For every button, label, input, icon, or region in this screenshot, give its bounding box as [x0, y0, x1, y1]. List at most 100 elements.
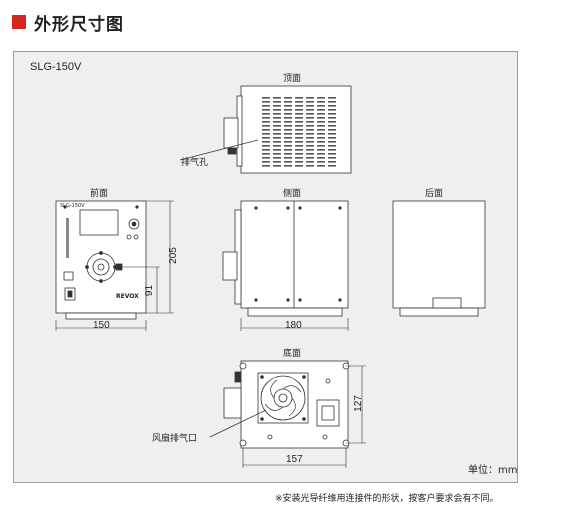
vent-slot: [284, 161, 292, 163]
vent-slot: [306, 101, 314, 103]
vent-slot: [317, 153, 325, 155]
vent-slot: [306, 125, 314, 127]
dim-side-depth: 180: [285, 320, 302, 331]
view-label-front: 前面: [90, 189, 109, 199]
vent-slot: [284, 101, 292, 103]
vent-slot: [306, 109, 314, 111]
vent-slot: [328, 113, 336, 115]
vent-slot: [262, 153, 270, 155]
vent-slot: [273, 161, 281, 163]
vent-slot: [328, 129, 336, 131]
front-panel-label: SLG-150V: [60, 203, 85, 209]
vent-slot: [273, 145, 281, 147]
model-label: SLG-150V: [30, 61, 82, 73]
vent-slot: [306, 97, 314, 99]
vent-slot: [328, 121, 336, 123]
vent-slot: [328, 165, 336, 167]
vent-slot: [295, 133, 303, 135]
vent-slot: [284, 153, 292, 155]
vent-slot: [284, 165, 292, 167]
vent-slot: [295, 157, 303, 159]
vent-slot: [306, 133, 314, 135]
unit-label: 单位：mm: [468, 465, 518, 476]
vent-slot: [284, 121, 292, 123]
vent-slot: [317, 121, 325, 123]
vent-slot: [317, 137, 325, 139]
fan-leader-line: [209, 409, 267, 438]
vent-slot: [317, 129, 325, 131]
vent-slot: [306, 161, 314, 163]
vent-slot: [273, 117, 281, 119]
vent-slot: [262, 117, 270, 119]
exhaust-leader-line: [179, 139, 259, 161]
vent-slot: [284, 113, 292, 115]
vent-slot: [273, 133, 281, 135]
vent-slot: [317, 113, 325, 115]
side-dimensions: [240, 318, 349, 331]
vent-slot: [328, 149, 336, 151]
vent-slot: [295, 117, 303, 119]
vent-slot: [273, 165, 281, 167]
vent-slot: [295, 153, 303, 155]
vent-slot: [295, 121, 303, 123]
vent-slot: [284, 109, 292, 111]
vent-slot: [295, 165, 303, 167]
vent-slot: [295, 105, 303, 107]
vent-slot: [284, 117, 292, 119]
vent-slot: [317, 157, 325, 159]
vent-slot: [317, 105, 325, 107]
vent-slot: [284, 129, 292, 131]
dim-front-width: 150: [93, 320, 110, 331]
back-view: [392, 200, 486, 317]
vent-slot: [317, 161, 325, 163]
vent-slot: [273, 109, 281, 111]
vent-slot: [273, 121, 281, 123]
vent-slot: [328, 97, 336, 99]
vent-slot: [262, 165, 270, 167]
section-heading: 外形尺寸图: [12, 10, 124, 35]
vent-slot: [328, 125, 336, 127]
vent-slot: [295, 125, 303, 127]
bottom-dimensions: [242, 365, 366, 468]
vent-slot: [317, 109, 325, 111]
vent-slot: [262, 133, 270, 135]
vent-slot: [306, 149, 314, 151]
vent-slot: [328, 145, 336, 147]
vent-slot: [328, 161, 336, 163]
red-square-icon: [12, 15, 26, 29]
vent-slot: [328, 153, 336, 155]
side-view: [222, 200, 349, 317]
vent-slot: [295, 137, 303, 139]
vent-slot: [306, 157, 314, 159]
vent-slot: [317, 141, 325, 143]
vent-slot: [328, 117, 336, 119]
vent-slot: [306, 117, 314, 119]
top-view: [223, 85, 352, 174]
footnote: ※安装光导纤维用连接件的形状，按客户要求会有不同。: [275, 494, 499, 504]
vent-slot: [284, 125, 292, 127]
vent-slot: [317, 97, 325, 99]
vent-slot: [262, 129, 270, 131]
view-label-side: 侧面: [283, 189, 302, 199]
dim-front-height: 205: [167, 247, 179, 264]
vent-slot: [262, 101, 270, 103]
vent-slot: [317, 117, 325, 119]
vent-slot: [317, 133, 325, 135]
vent-slot: [262, 157, 270, 159]
vent-grid: [262, 97, 336, 167]
vent-slot: [273, 101, 281, 103]
vent-slot: [284, 149, 292, 151]
vent-slot: [273, 141, 281, 143]
vent-slot: [295, 113, 303, 115]
vent-slot: [262, 125, 270, 127]
fan-exhaust-callout: 风扇排气口: [152, 434, 198, 444]
vent-slot: [295, 97, 303, 99]
vent-slot: [262, 149, 270, 151]
vent-slot: [295, 141, 303, 143]
vent-slot: [295, 101, 303, 103]
dim-bottom-depth: 127: [352, 395, 364, 412]
vent-slot: [317, 101, 325, 103]
vent-slot: [306, 113, 314, 115]
dim-bottom-width: 157: [286, 454, 303, 465]
vent-slot: [273, 129, 281, 131]
